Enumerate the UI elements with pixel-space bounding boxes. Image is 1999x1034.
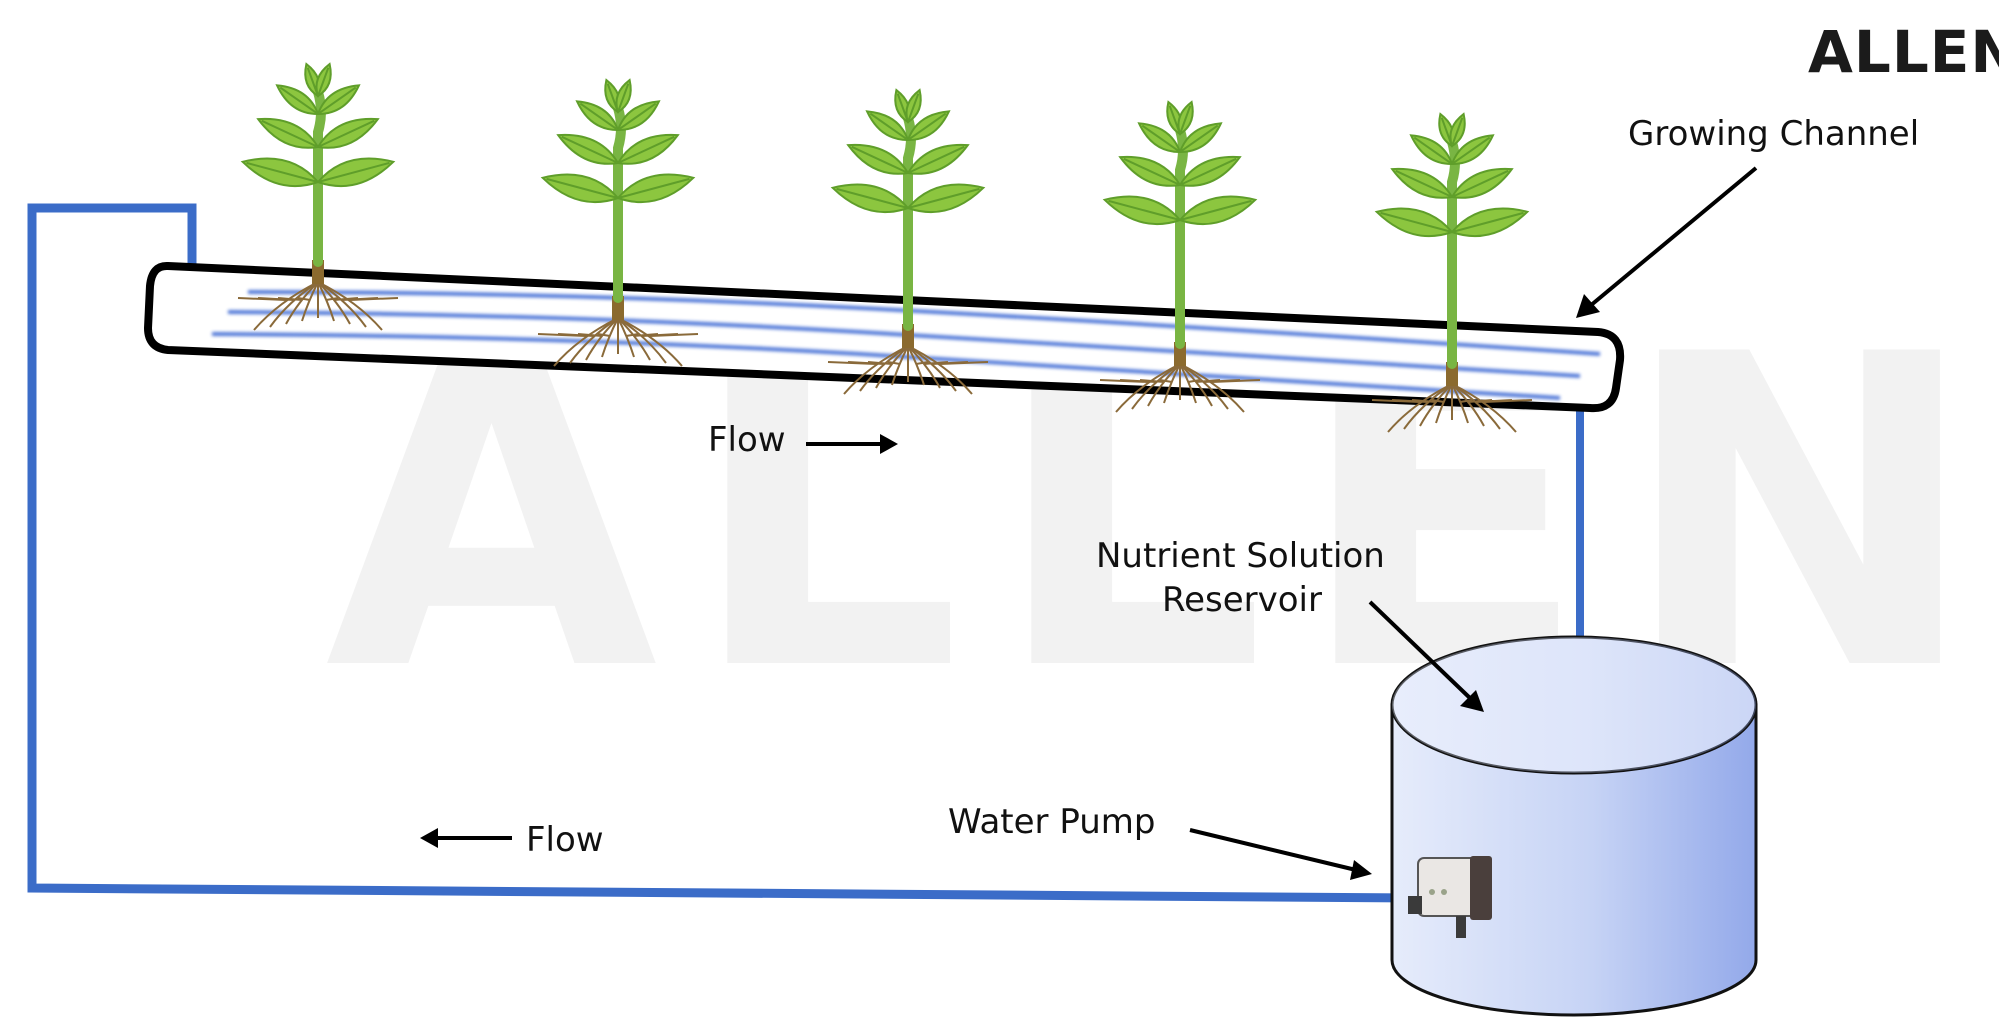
label-flow-top: Flow bbox=[708, 420, 786, 460]
allen-logo: ALLEN bbox=[1808, 18, 1999, 86]
plants bbox=[237, 62, 1533, 433]
water-lines bbox=[211, 290, 1601, 400]
growing-channel-pointer bbox=[1576, 166, 1758, 318]
water-pump bbox=[1408, 856, 1492, 938]
plant-roots bbox=[827, 345, 989, 395]
water-pump-pointer bbox=[1189, 828, 1372, 880]
growing-channel bbox=[144, 261, 1625, 413]
label-water-pump: Water Pump bbox=[948, 802, 1156, 842]
plant-roots bbox=[1371, 383, 1533, 433]
plant bbox=[537, 78, 699, 367]
label-reservoir-line2: Reservoir bbox=[1162, 580, 1322, 620]
plant bbox=[1371, 112, 1533, 433]
plant bbox=[237, 62, 399, 331]
nutrient-reservoir bbox=[1390, 635, 1758, 1017]
plant-roots bbox=[537, 317, 699, 367]
plant-roots bbox=[237, 281, 399, 331]
reservoir-pointer bbox=[1368, 600, 1484, 712]
plant-roots bbox=[1099, 363, 1261, 413]
plant bbox=[827, 88, 989, 395]
plant bbox=[1099, 100, 1261, 413]
flow-arrow-left bbox=[420, 828, 512, 848]
flow-arrow-right bbox=[806, 434, 898, 454]
label-flow-bottom: Flow bbox=[526, 820, 604, 860]
label-reservoir-line1: Nutrient Solution bbox=[1096, 536, 1385, 576]
label-growing-channel: Growing Channel bbox=[1628, 114, 1920, 154]
